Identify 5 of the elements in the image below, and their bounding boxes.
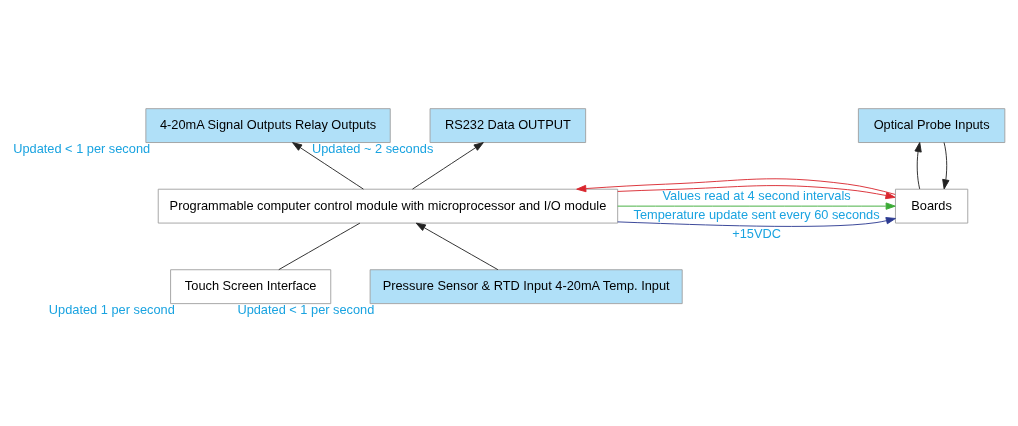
edge-label: +15VDC <box>732 226 781 242</box>
edge-label: Temperature update sent every 60 seconds <box>633 207 880 223</box>
edge-label: Values read at 4 second intervals <box>662 187 851 203</box>
node-label: Updated < 1 per second <box>13 140 151 156</box>
node-label: Updated ~ 2 seconds <box>311 140 434 156</box>
